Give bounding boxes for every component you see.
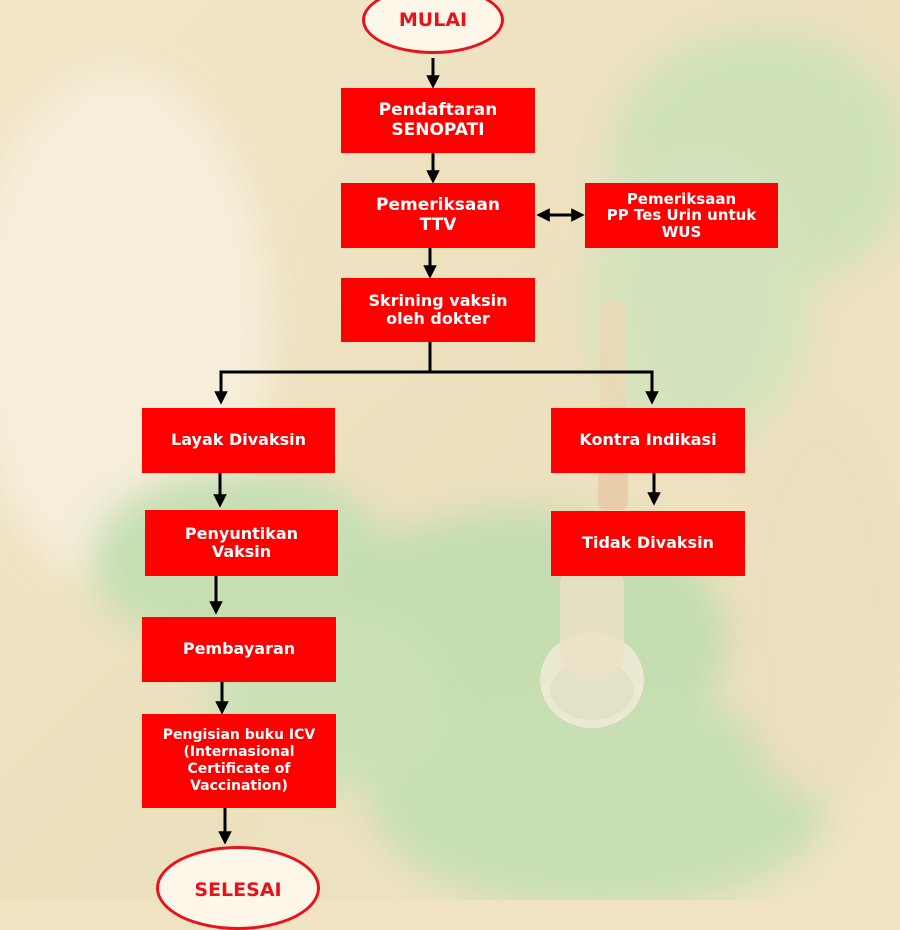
eligible-label: Layak Divaksin [171,430,306,450]
payment-label: Pembayaran [182,639,296,659]
screening-box: Skrining vaksin oleh dokter [341,278,535,342]
end-terminal: SELESAI [156,846,320,930]
end-label: SELESAI [194,879,282,901]
icv-book-label: Pengisian buku ICV (Internasional Certif… [162,727,316,794]
contraindication-label: Kontra Indikasi [579,430,717,450]
vitals-label: Pemeriksaan TTV [376,194,500,235]
not-vaccinated-label: Tidak Divaksin [582,533,714,553]
eligible-box: Layak Divaksin [142,408,335,473]
registration-box: Pendaftaran SENOPATI [341,88,535,153]
injection-label: Penyuntikan Vaksin [184,523,299,561]
registration-label: Pendaftaran SENOPATI [378,99,498,140]
urine-test-box: Pemeriksaan PP Tes Urin untuk WUS [585,183,778,248]
icv-book-box: Pengisian buku ICV (Internasional Certif… [142,714,336,808]
injection-box: Penyuntikan Vaksin [145,510,338,576]
not-vaccinated-box: Tidak Divaksin [551,511,745,576]
vitals-box: Pemeriksaan TTV [341,183,535,248]
contraindication-box: Kontra Indikasi [551,408,745,473]
start-label: MULAI [398,9,468,31]
screening-label: Skrining vaksin oleh dokter [368,290,508,328]
payment-box: Pembayaran [142,617,336,682]
urine-test-label: Pemeriksaan PP Tes Urin untuk WUS [606,189,757,241]
